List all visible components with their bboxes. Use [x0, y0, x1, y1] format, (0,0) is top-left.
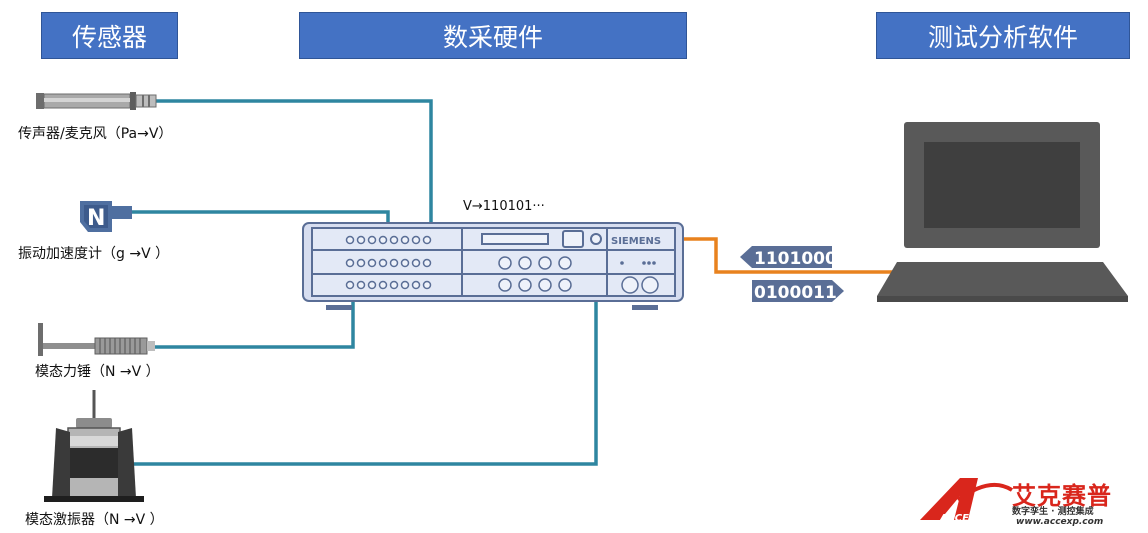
daq-device	[302, 222, 684, 310]
logo-mark: ACCEXP	[920, 478, 1014, 524]
microphone-label: 传声器/麦克风（Pa→V）	[18, 126, 173, 142]
software-header: 测试分析软件	[876, 12, 1130, 59]
daq-connectors	[345, 235, 659, 294]
logo-name: 艾克赛普	[1012, 482, 1112, 510]
logo-slogan: 数字孪生 · 测控集成	[1012, 507, 1094, 517]
shaker-icon	[44, 390, 144, 502]
hammer-cable	[152, 287, 355, 349]
incoming-binary-text: 1101000	[754, 249, 837, 269]
microphone-icon	[36, 92, 157, 110]
hammer-icon	[38, 323, 155, 356]
hammer-label: 模态力锤（N →V ）	[35, 364, 160, 380]
conversion-label: V→110101···	[463, 199, 545, 214]
accelerometer-icon: N	[80, 201, 132, 232]
outgoing-binary-text: 0100011	[754, 283, 837, 303]
logo-mark-text: ACCEXP	[939, 513, 985, 524]
incoming-data-arrow	[740, 246, 832, 268]
daq-header: 数采硬件	[299, 12, 687, 59]
logo-url: www.accexp.com	[1016, 517, 1104, 527]
daq-brand: SIEMENS	[611, 236, 661, 247]
laptop-icon	[877, 122, 1128, 302]
daq-indicators	[620, 261, 656, 265]
sensor-header: 传感器	[41, 12, 178, 59]
shaker-cable	[128, 244, 598, 466]
shaker-label: 模态激振器（N →V ）	[25, 512, 164, 528]
accelerometer-label: 振动加速度计（g →V ）	[18, 246, 170, 262]
svg-text:N: N	[87, 206, 105, 231]
microphone-cable	[155, 99, 433, 236]
outgoing-data-arrow	[752, 280, 844, 302]
